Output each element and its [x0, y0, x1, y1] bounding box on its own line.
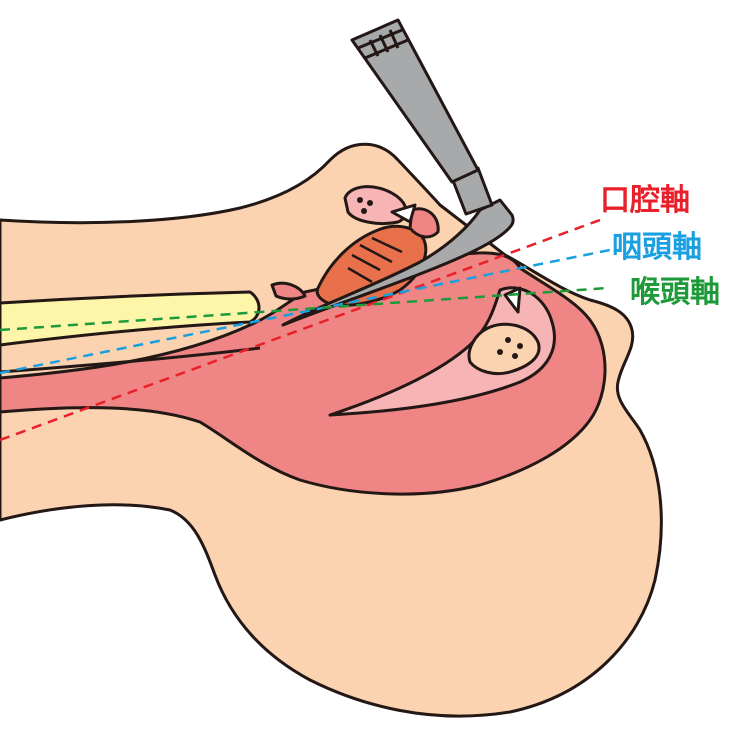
oral-axis-label: 口腔軸 — [600, 183, 690, 218]
pharyngeal-axis-label: 咽頭軸 — [612, 230, 702, 265]
laryngeal-axis-label: 喉頭軸 — [630, 275, 720, 310]
